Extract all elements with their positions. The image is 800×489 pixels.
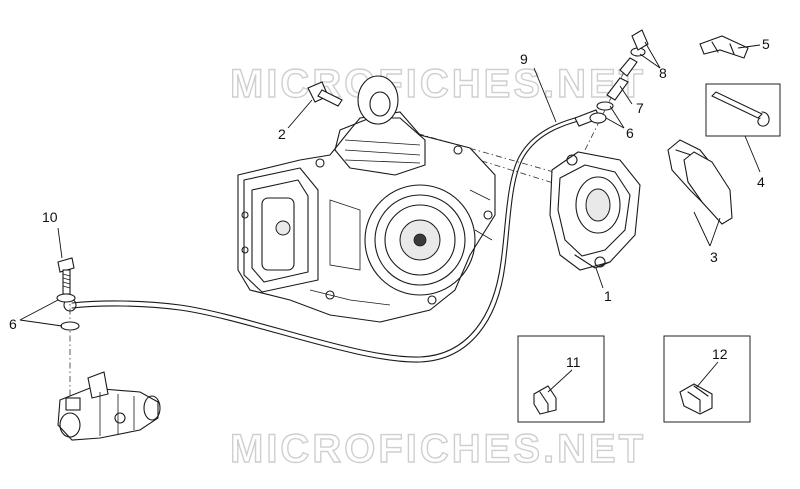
brake-caliper-part-1: [549, 151, 641, 271]
callout-6-pipe: 6: [626, 125, 634, 141]
engine-assembly: [237, 75, 496, 323]
pin-kit-box-part-4: [705, 83, 781, 137]
callout-7: 7: [636, 100, 644, 116]
leader-lines: [19, 41, 761, 393]
brake-pads-part-3: [667, 139, 733, 225]
clamp-box-part-12: [663, 335, 751, 423]
bolt-part-2: [307, 81, 343, 107]
banjo-bolt-part-10: [56, 257, 80, 331]
callout-6-pump: 6: [9, 316, 17, 332]
callout-11: 11: [566, 354, 581, 370]
callout-9: 9: [520, 51, 528, 67]
master-cylinder: [57, 371, 161, 441]
callout-2: 2: [278, 126, 286, 142]
callout-1: 1: [604, 288, 612, 304]
watermark-bottom: MICROFICHES.NET: [230, 427, 646, 471]
callout-labels: 1 2 3 4 5 6 6 7 8 9 10 11 12: [9, 36, 770, 370]
banjo-bolt-stack: [589, 29, 649, 124]
watermark-top: MICROFICHES.NET: [230, 62, 646, 106]
callout-4: 4: [757, 174, 765, 190]
callout-5: 5: [762, 36, 770, 52]
callout-12: 12: [712, 346, 728, 362]
clamp-box-part-11: [517, 335, 605, 423]
callout-3: 3: [710, 249, 718, 265]
callout-8: 8: [659, 65, 667, 81]
callout-10: 10: [42, 209, 58, 225]
clip-part-5: [699, 35, 749, 59]
